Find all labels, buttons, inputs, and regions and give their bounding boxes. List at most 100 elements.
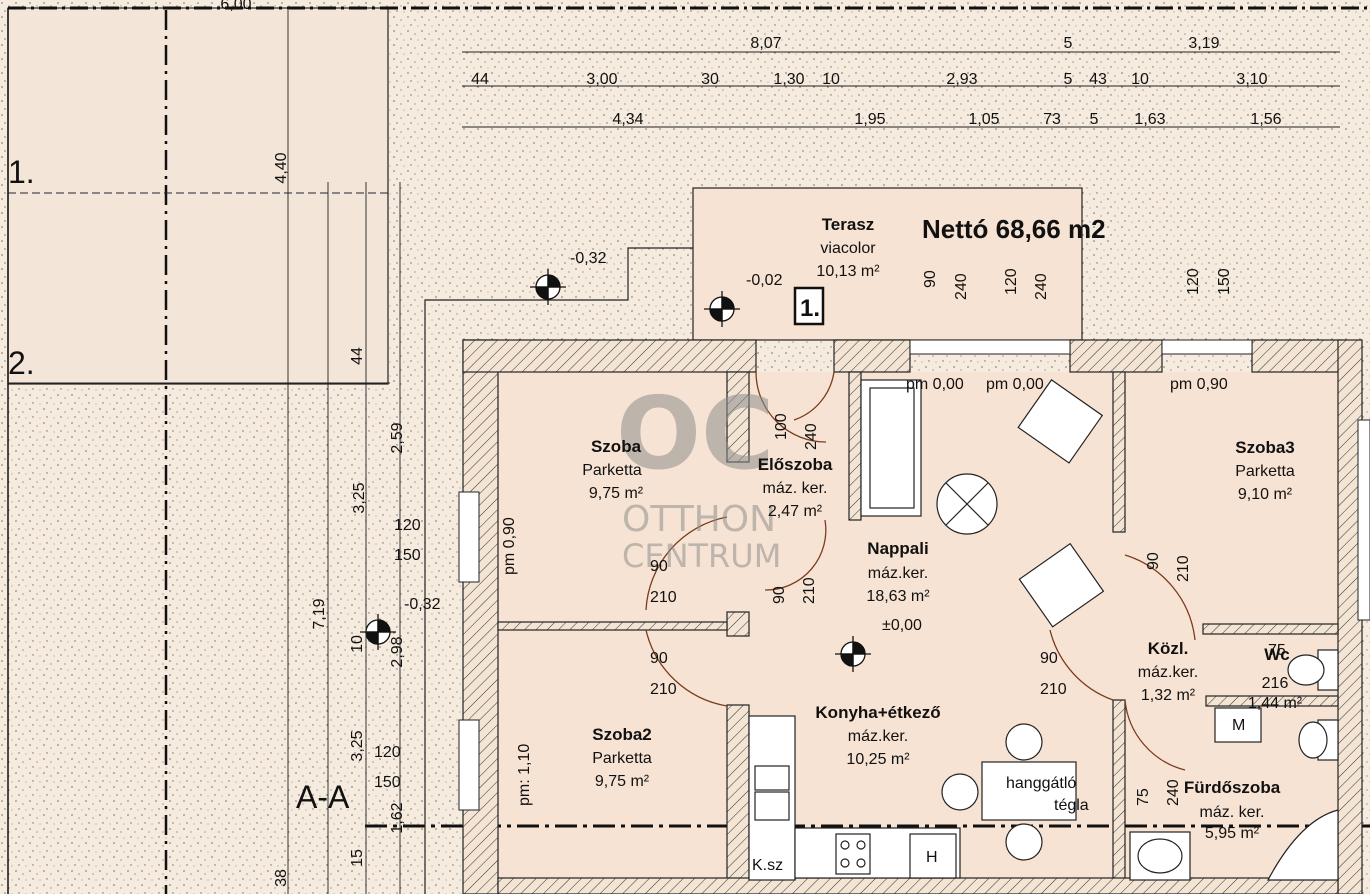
svg-text:2,47 m²: 2,47 m² — [768, 503, 823, 520]
sill-labels: pm 0,00 pm 0,00 pm 0,90 pm 0,90 pm: 1,10 — [501, 376, 1228, 806]
svg-text:120: 120 — [1003, 268, 1020, 295]
svg-text:90: 90 — [650, 650, 668, 667]
svg-text:210: 210 — [1175, 555, 1192, 582]
neighbor-plot — [7, 7, 389, 385]
watermark-line1: OTTHON — [622, 499, 776, 540]
net-area-title: Nettó 68,66 m2 — [922, 214, 1106, 244]
svg-text:43: 43 — [1089, 71, 1107, 88]
svg-text:3,25: 3,25 — [351, 482, 368, 513]
door-swings — [645, 371, 1196, 771]
svg-text:-0,02: -0,02 — [746, 272, 783, 289]
axis-marker-box — [793, 286, 825, 326]
svg-text:2,93: 2,93 — [946, 71, 977, 88]
svg-text:1,44 m²: 1,44 m² — [1248, 695, 1303, 712]
svg-text:90: 90 — [922, 270, 939, 288]
svg-text:5: 5 — [1064, 71, 1073, 88]
svg-text:1,32 m²: 1,32 m² — [1141, 687, 1196, 704]
room-szoba2: Szoba2 Parketta 9,75 m² — [592, 725, 652, 790]
room-furdo: Fürdőszoba máz. ker. 5,95 m² — [1184, 778, 1281, 842]
svg-text:4,34: 4,34 — [612, 111, 643, 128]
svg-text:pm 0,00: pm 0,00 — [906, 376, 964, 393]
axis-marker: 1. — [800, 295, 820, 322]
svg-text:1,30: 1,30 — [773, 71, 804, 88]
svg-text:10,13 m²: 10,13 m² — [816, 263, 880, 280]
svg-text:-0,32: -0,32 — [404, 596, 441, 613]
svg-text:máz. ker.: máz. ker. — [763, 480, 828, 497]
svg-text:120: 120 — [394, 517, 421, 534]
watermark-line2: CENTRUM — [622, 537, 781, 575]
misc-labels: hanggátló tégla K.sz H M — [752, 717, 1245, 874]
furniture — [748, 379, 1339, 881]
svg-text:Wc: Wc — [1264, 645, 1290, 664]
svg-text:150: 150 — [374, 774, 401, 791]
svg-text:75: 75 — [1268, 642, 1286, 659]
svg-text:15: 15 — [349, 849, 366, 867]
dining-table — [981, 761, 1077, 821]
svg-text:Parketta: Parketta — [582, 462, 642, 479]
svg-text:44: 44 — [471, 71, 489, 88]
svg-text:210: 210 — [650, 589, 677, 606]
room-nappali: Nappali máz.ker. 18,63 m² ±0,00 — [866, 539, 930, 634]
svg-text:3,00: 3,00 — [586, 71, 617, 88]
svg-text:3,25: 3,25 — [349, 730, 366, 761]
axis-label-2: 2. — [8, 345, 35, 381]
svg-text:120: 120 — [1185, 268, 1202, 295]
section-label: A-A — [296, 779, 350, 815]
svg-text:10: 10 — [822, 71, 840, 88]
svg-text:máz.ker.: máz.ker. — [1138, 664, 1198, 681]
svg-text:240: 240 — [1165, 779, 1182, 806]
svg-text:pm: 1,10: pm: 1,10 — [516, 744, 533, 806]
svg-text:H: H — [926, 849, 938, 866]
svg-text:9,10 m²: 9,10 m² — [1238, 486, 1293, 503]
svg-text:tégla: tégla — [1054, 797, 1089, 814]
svg-text:240: 240 — [953, 273, 970, 300]
svg-text:Konyha+étkező: Konyha+étkező — [815, 703, 940, 722]
svg-text:Szoba: Szoba — [591, 437, 642, 456]
svg-text:1,63: 1,63 — [1134, 111, 1165, 128]
watermark-logo: OC — [616, 375, 774, 492]
svg-text:44: 44 — [349, 347, 366, 365]
svg-text:7,19: 7,19 — [311, 598, 328, 629]
svg-text:1,62: 1,62 — [389, 802, 406, 833]
svg-text:K.sz: K.sz — [752, 857, 783, 874]
svg-text:9,75 m²: 9,75 m² — [589, 485, 644, 502]
svg-text:hanggátló: hanggátló — [1006, 775, 1076, 792]
svg-text:150: 150 — [394, 547, 421, 564]
level-labels: -0,32 -0,02 -0,32 — [404, 250, 783, 613]
svg-text:4,40: 4,40 — [273, 152, 290, 183]
svg-text:5,95 m²: 5,95 m² — [1205, 825, 1260, 842]
watermark: OC OTTHON CENTRUM — [616, 375, 781, 575]
svg-text:100: 100 — [773, 413, 790, 440]
walls — [462, 339, 1363, 894]
svg-text:Szoba2: Szoba2 — [592, 725, 652, 744]
axis-label-1: 1. — [8, 154, 35, 190]
svg-text:150: 150 — [1216, 268, 1233, 295]
svg-text:1,95: 1,95 — [854, 111, 885, 128]
dimension-lines — [8, 10, 1340, 894]
svg-text:10,25 m²: 10,25 m² — [846, 751, 910, 768]
svg-text:máz. ker.: máz. ker. — [1200, 804, 1265, 821]
svg-text:máz.ker.: máz.ker. — [848, 728, 908, 745]
svg-text:Terasz: Terasz — [822, 215, 875, 234]
svg-text:2,98: 2,98 — [389, 636, 406, 667]
room-szoba3: Szoba3 Parketta 9,10 m² — [1235, 438, 1295, 503]
svg-text:6,00: 6,00 — [220, 0, 251, 13]
room-terasz: Terasz viacolor 10,13 m² — [816, 215, 880, 280]
svg-text:M: M — [1232, 717, 1245, 734]
dims-top: 6,00 8,07 5 3,19 44 3,00 30 1,30 10 2,93… — [220, 0, 1281, 128]
svg-text:30: 30 — [701, 71, 719, 88]
windows — [458, 339, 1370, 811]
svg-text:210: 210 — [801, 577, 818, 604]
svg-text:240: 240 — [1033, 273, 1050, 300]
dims-left: 4,40 44 2,59 3,25 7,19 10 2,98 3,25 1,62… — [273, 152, 406, 887]
terrace-area — [692, 187, 1083, 341]
room-kozl: Közl. máz.ker. 1,32 m² — [1138, 639, 1198, 704]
svg-text:10: 10 — [349, 635, 366, 653]
svg-text:1,56: 1,56 — [1250, 111, 1281, 128]
svg-text:pm 0,00: pm 0,00 — [986, 376, 1044, 393]
svg-text:8,07: 8,07 — [750, 35, 781, 52]
svg-text:210: 210 — [1040, 681, 1067, 698]
svg-text:38: 38 — [273, 869, 290, 887]
svg-text:1,05: 1,05 — [968, 111, 999, 128]
